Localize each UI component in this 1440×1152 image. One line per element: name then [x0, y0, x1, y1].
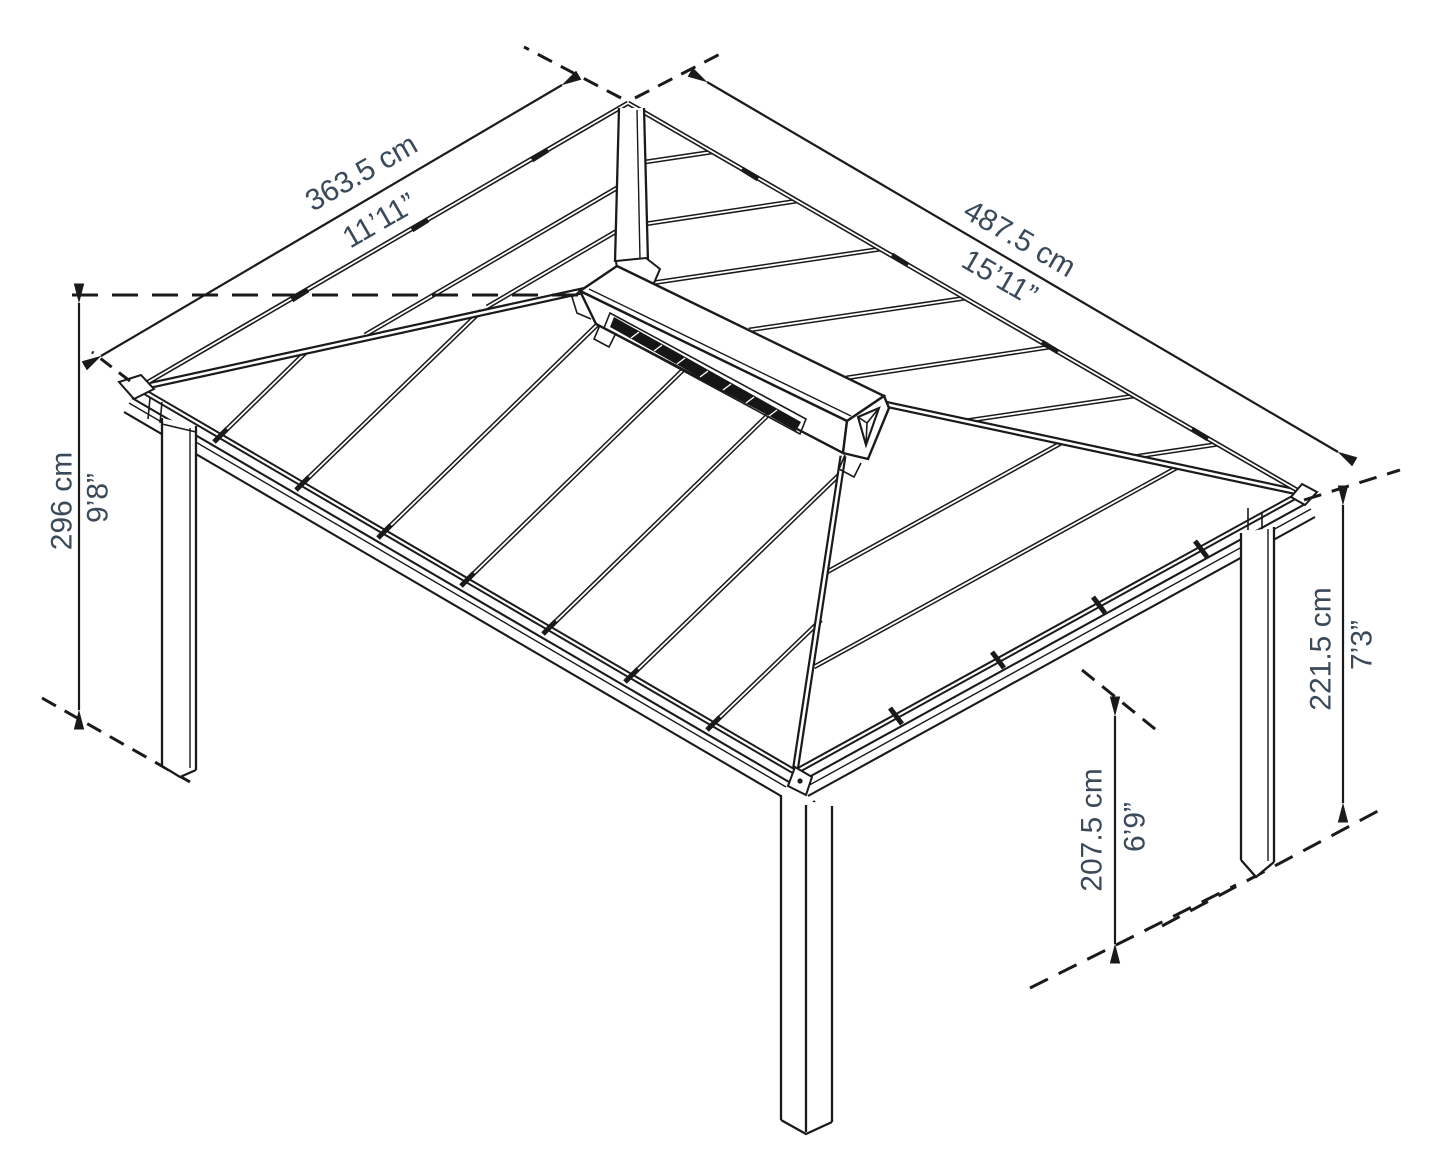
peak-height-imperial-label: 9’8”: [82, 473, 115, 523]
post-front: [779, 795, 834, 1136]
right-ground-dash: [1161, 809, 1379, 928]
vent-left-foot: [592, 324, 617, 349]
clearance-ground-dash: [1029, 883, 1237, 990]
dimension-lines: [73, 67, 1358, 964]
post-left: [160, 418, 198, 779]
post-right: [1239, 527, 1276, 879]
width-dimension-line: [81, 70, 582, 371]
right-corner-extension-dash: [1303, 468, 1401, 502]
left-corner-extension-dash: [91, 350, 131, 383]
clearance-imperial-label: 6’9”: [1119, 802, 1152, 852]
back-hip-rafter: [613, 107, 662, 287]
apex-extension-dash-right: [634, 50, 725, 100]
peak-height-metric-label: 296 cm: [46, 452, 79, 550]
apex-extension-dash-left: [523, 45, 622, 100]
roof: [123, 100, 1316, 797]
eave-beams: [123, 397, 1316, 797]
eave-height-metric-label: 221.5 cm: [1305, 587, 1338, 710]
clearance-top-dash: [1081, 668, 1161, 735]
length-dimension-line: [687, 67, 1358, 467]
clearance-metric-label: 207.5 cm: [1076, 768, 1109, 891]
eave-height-imperial-label: 7’3”: [1346, 620, 1379, 670]
right-corner-cap: [1289, 482, 1319, 507]
